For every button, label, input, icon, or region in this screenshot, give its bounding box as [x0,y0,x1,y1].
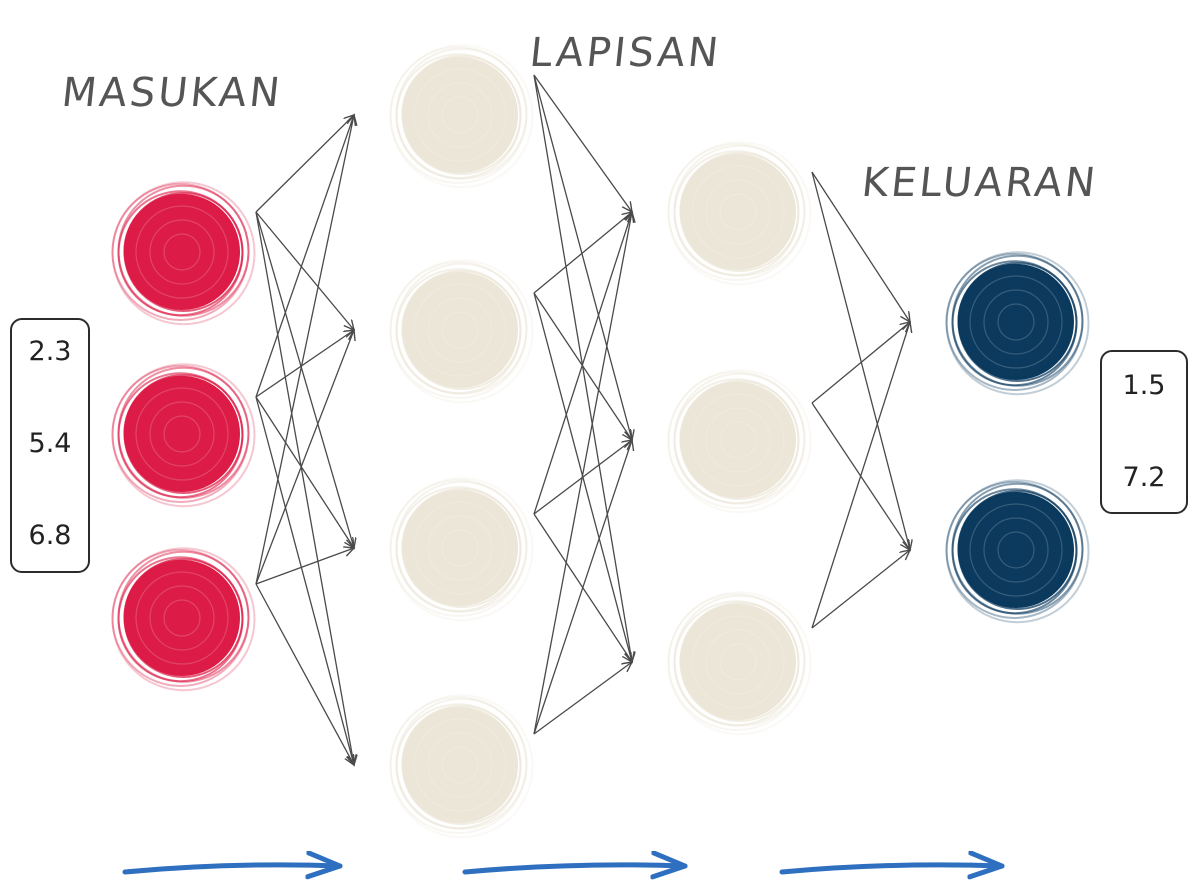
connection-arrow [533,74,632,662]
hidden-node [389,477,534,622]
connection-arrow [811,550,910,629]
connection-arrow [255,115,354,585]
input-values-box: 2.3 5.4 6.8 [10,318,90,573]
connection-arrow [255,115,354,213]
connection-arrow [811,171,910,322]
connection-arrow [255,330,354,585]
output-value: 7.2 [1122,462,1166,493]
output-node [945,251,1090,396]
connection-arrow [811,322,910,629]
connection-arrow [255,583,354,765]
connection-arrow [811,171,910,550]
flow-arrow [779,865,1005,872]
connection-arrow [255,396,354,548]
input-value: 2.3 [28,336,72,367]
flow-arrow [122,865,343,872]
input-value: 5.4 [28,428,72,459]
hidden-node [667,141,812,286]
connection-arrow [533,292,632,440]
hidden-layer-label: LAPISAN [527,30,724,76]
neuron-nodes [111,44,1090,839]
input-node [111,181,256,326]
output-value: 1.5 [1122,370,1166,401]
output-values-box: 1.5 7.2 [1100,350,1188,514]
hidden-node [389,259,534,404]
output-node [945,479,1090,624]
connection-arrow [533,212,632,735]
hidden-node [667,591,812,736]
connection-arrow [533,662,632,735]
connection-arrow [255,211,354,548]
input-value: 6.8 [28,520,72,551]
output-layer-label: KELUARAN [859,160,1101,206]
input-node [111,547,256,692]
connection-arrow [533,440,632,735]
input-layer-label: MASUKAN [59,70,285,116]
connection-arrow [811,322,910,404]
connection-arrow [533,74,632,440]
input-node [111,363,256,508]
connection-arrow [255,548,354,585]
connection-arrow [533,212,632,515]
connection-arrow [255,211,354,330]
connection-arrow [255,330,354,398]
connection-arrow [533,212,632,294]
connection-arrow [255,211,354,765]
hidden-node [667,369,812,514]
connection-edges [255,74,910,765]
hidden-node [389,44,534,189]
hidden-node [389,694,534,839]
flow-arrow [462,865,688,872]
connection-arrow [533,440,632,515]
connection-arrow [255,115,354,398]
flow-arrows [122,865,1005,872]
connection-arrow [255,396,354,765]
connection-arrow [533,74,632,212]
